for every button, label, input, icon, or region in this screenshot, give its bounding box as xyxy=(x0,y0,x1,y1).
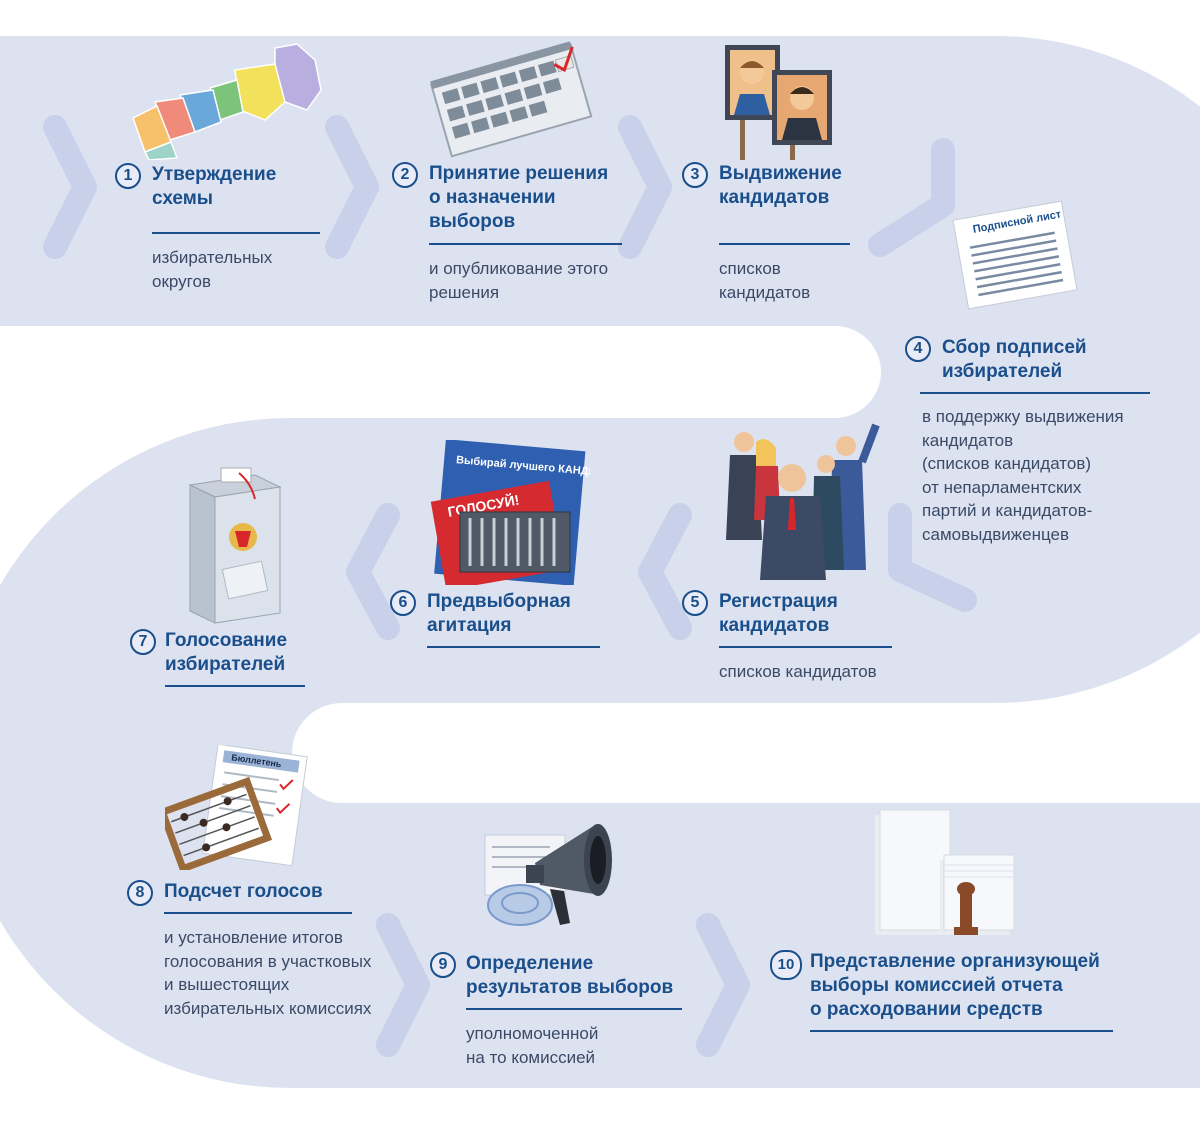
abacus-ballot-icon: Бюллетень xyxy=(165,745,308,870)
step-number: 9 xyxy=(430,952,456,978)
step-number: 2 xyxy=(392,162,418,188)
step-description: и установление итогов голосования в учас… xyxy=(164,928,372,1018)
campaign-posters-icon: Выбирай лучшего КАНДИДАТА! ГОЛОСУЙ! xyxy=(430,440,590,585)
chevron-right-icon xyxy=(618,115,672,259)
step-9: 9 Определение результатов выборов уполно… xyxy=(430,952,682,1069)
chevron-left-icon xyxy=(346,503,400,640)
step-title: Голосование избирателей xyxy=(165,630,288,675)
chevron-right-icon xyxy=(696,913,750,1057)
step-description: списков кандидатов xyxy=(719,259,811,302)
step-3: 3 Выдвижение кандидатов списков кандидат… xyxy=(682,162,850,304)
step-10: 10 Представление организующей выборы ком… xyxy=(770,950,1115,1032)
chevron-right-icon xyxy=(43,115,97,259)
step-4: 4 Сбор подписей избирателей в поддержку … xyxy=(905,336,1150,546)
step-title: Регистрация кандидатов xyxy=(719,591,838,636)
step-description: списков кандидатов xyxy=(719,662,877,681)
divider xyxy=(719,243,850,245)
divider xyxy=(719,646,892,648)
step-2: 2 Принятие решения о назначении выборов … xyxy=(392,162,622,304)
step-description: в поддержку выдвижения кандидатов (списк… xyxy=(922,407,1124,544)
step-description: и опубликование этого решения xyxy=(429,259,609,302)
step-number: 4 xyxy=(905,336,931,362)
step-title: Предвыборная агитация xyxy=(427,591,571,636)
step-title: Подсчет голосов xyxy=(164,881,323,902)
step-title: Определение результатов выборов xyxy=(466,953,674,998)
step-title: Сбор подписей избирателей xyxy=(942,337,1087,382)
divider xyxy=(429,243,622,245)
divider xyxy=(920,392,1150,394)
step-number: 7 xyxy=(130,629,156,655)
chevron-left-icon xyxy=(638,503,692,640)
documents-stamp-icon xyxy=(875,809,1015,935)
step-title: Принятие решения о назначении выборов xyxy=(429,163,609,232)
calendar-icon xyxy=(429,41,593,158)
chevron-down-left-icon xyxy=(888,503,977,612)
step-number: 1 xyxy=(115,163,141,189)
step-description: уполномоченной на то комиссией xyxy=(466,1024,599,1067)
chevron-down-right-icon xyxy=(868,138,955,257)
step-7: 7 Голосование избирателей xyxy=(130,629,305,687)
step-1: 1 Утверждение схемы избирательных округо… xyxy=(115,163,320,293)
divider xyxy=(810,1030,1113,1032)
step-description: избирательных округов xyxy=(152,248,273,291)
candidate-posters-icon xyxy=(725,45,832,160)
step-6: 6 Предвыборная агитация xyxy=(390,590,600,648)
step-title: Представление организующей выборы комисс… xyxy=(810,951,1100,1020)
step-number: 3 xyxy=(682,162,708,188)
megaphone-icon xyxy=(484,824,612,926)
ballot-box-icon xyxy=(188,467,282,624)
step-number: 8 xyxy=(127,880,153,906)
step-8: 8 Подсчет голосов и установление итогов … xyxy=(127,880,392,1020)
chevron-right-icon xyxy=(325,115,379,259)
signature-sheet-icon: Подписной лист xyxy=(952,200,1078,310)
people-group-icon xyxy=(726,423,880,580)
divider xyxy=(152,232,320,234)
step-number: 6 xyxy=(390,590,416,616)
step-number: 5 xyxy=(682,590,708,616)
divider xyxy=(427,646,600,648)
step-5: 5 Регистрация кандидатов списков кандида… xyxy=(682,590,892,684)
step-number: 10 xyxy=(770,950,802,980)
map-icon xyxy=(132,43,322,160)
chevron-right-icon xyxy=(376,913,430,1057)
step-title: Выдвижение кандидатов xyxy=(719,163,842,208)
divider xyxy=(466,1008,682,1010)
divider xyxy=(165,685,305,687)
divider xyxy=(164,912,352,914)
step-title: Утверждение схемы xyxy=(152,164,277,209)
